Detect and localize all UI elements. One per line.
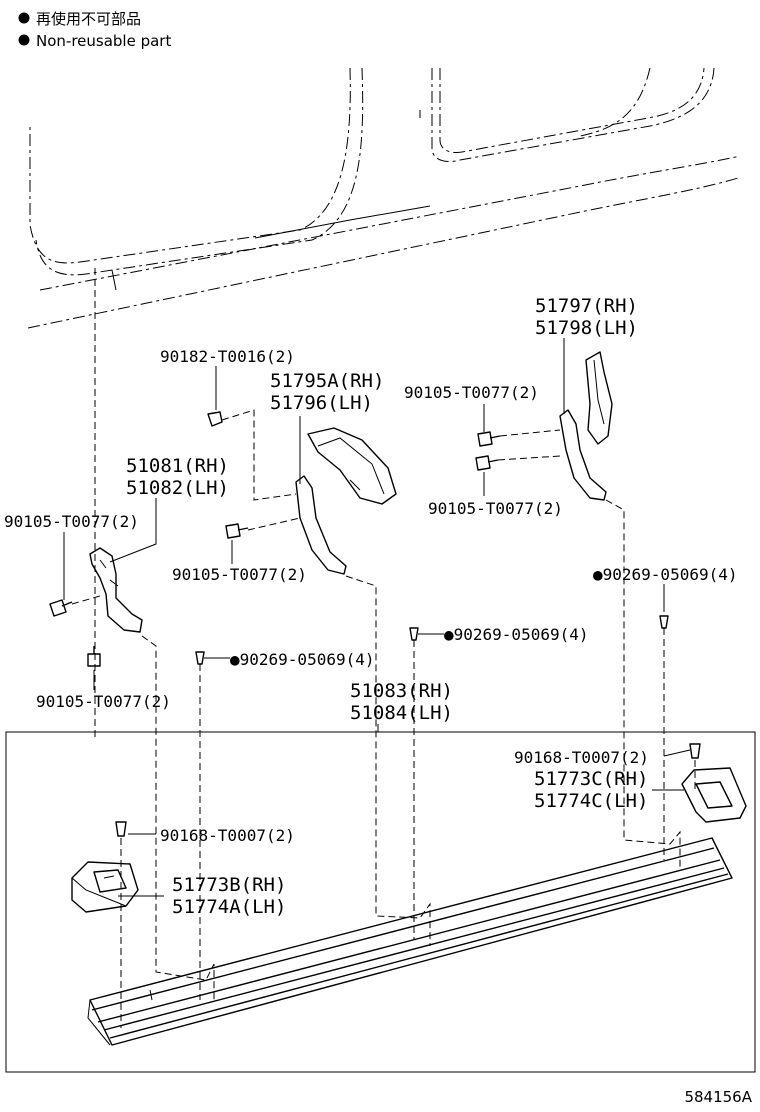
callout-51084-LH: 51084(LH) <box>350 702 453 724</box>
callout-51082-LH: 51082(LH) <box>126 477 229 499</box>
callout-51773C-RH: 51773C(RH) <box>534 768 648 790</box>
screw-icon <box>689 743 701 759</box>
callout-51774C-LH: 51774C(LH) <box>534 790 648 812</box>
callout-90168-T0007: 90168-T0007(2) <box>160 826 295 845</box>
callout-90105-T0077: 90105-T0077(2) <box>428 499 563 518</box>
bracket-middle <box>295 427 397 575</box>
callout-90168-T0007: 90168-T0007(2) <box>514 748 649 767</box>
bolt-icon <box>225 523 249 539</box>
legend-english: Non-reusable part <box>36 32 171 50</box>
callout-51774A-LH: 51774A(LH) <box>172 896 286 918</box>
bolt-icon <box>475 455 499 471</box>
bolt-icon <box>477 431 501 447</box>
callout-51773B-RH: 51773B(RH) <box>172 874 286 896</box>
callout-51081-RH: 51081(RH) <box>126 455 229 477</box>
non-reusable-bullet-icon <box>18 12 30 24</box>
callout-90269-05069: ●90269-05069(4) <box>593 565 738 584</box>
screw-icon <box>659 615 669 629</box>
reference-number: 584156A <box>684 1088 752 1106</box>
legend-japanese: 再使用不可部品 <box>36 10 141 28</box>
step-assembly-frame <box>5 731 756 1073</box>
callout-90182-T0016: 90182-T0016(2) <box>160 347 295 366</box>
callout-90105-T0077: 90105-T0077(2) <box>4 512 139 531</box>
leader-lines <box>63 338 691 897</box>
bolt-icon <box>49 599 73 617</box>
callout-90269-05069: ●90269-05069(4) <box>444 625 589 644</box>
step-pad-front <box>71 861 139 913</box>
callout-51797-RH: 51797(RH) <box>535 295 638 317</box>
bracket-front <box>89 547 143 633</box>
alignment-lines <box>71 409 696 1028</box>
callout-51795A-RH: 51795A(RH) <box>270 370 384 392</box>
step-pad-rear <box>681 767 747 823</box>
screw-icon <box>195 651 205 665</box>
fasteners <box>49 411 701 837</box>
callout-90105-T0077: 90105-T0077(2) <box>404 383 539 402</box>
callout-90269-05069: ●90269-05069(4) <box>230 650 375 669</box>
callout-51798-LH: 51798(LH) <box>535 317 638 339</box>
bracket-rear <box>559 351 613 501</box>
clip-icon <box>207 411 223 427</box>
callout-51796-LH: 51796(LH) <box>270 392 373 414</box>
non-reusable-bullet-icon <box>18 34 30 46</box>
legend: 再使用不可部品 Non-reusable part <box>18 10 171 50</box>
vehicle-body-outline <box>27 67 741 740</box>
callout-90105-T0077: 90105-T0077(2) <box>36 692 171 711</box>
running-board <box>87 837 733 1046</box>
bolt-icon <box>87 646 101 667</box>
callout-51083-RH: 51083(RH) <box>350 680 453 702</box>
screw-icon <box>409 627 419 641</box>
callout-labels: 90182-T0016(2) 51795A(RH) 51796(LH) 5179… <box>4 295 738 918</box>
screw-icon <box>115 821 127 837</box>
callout-90105-T0077: 90105-T0077(2) <box>172 565 307 584</box>
